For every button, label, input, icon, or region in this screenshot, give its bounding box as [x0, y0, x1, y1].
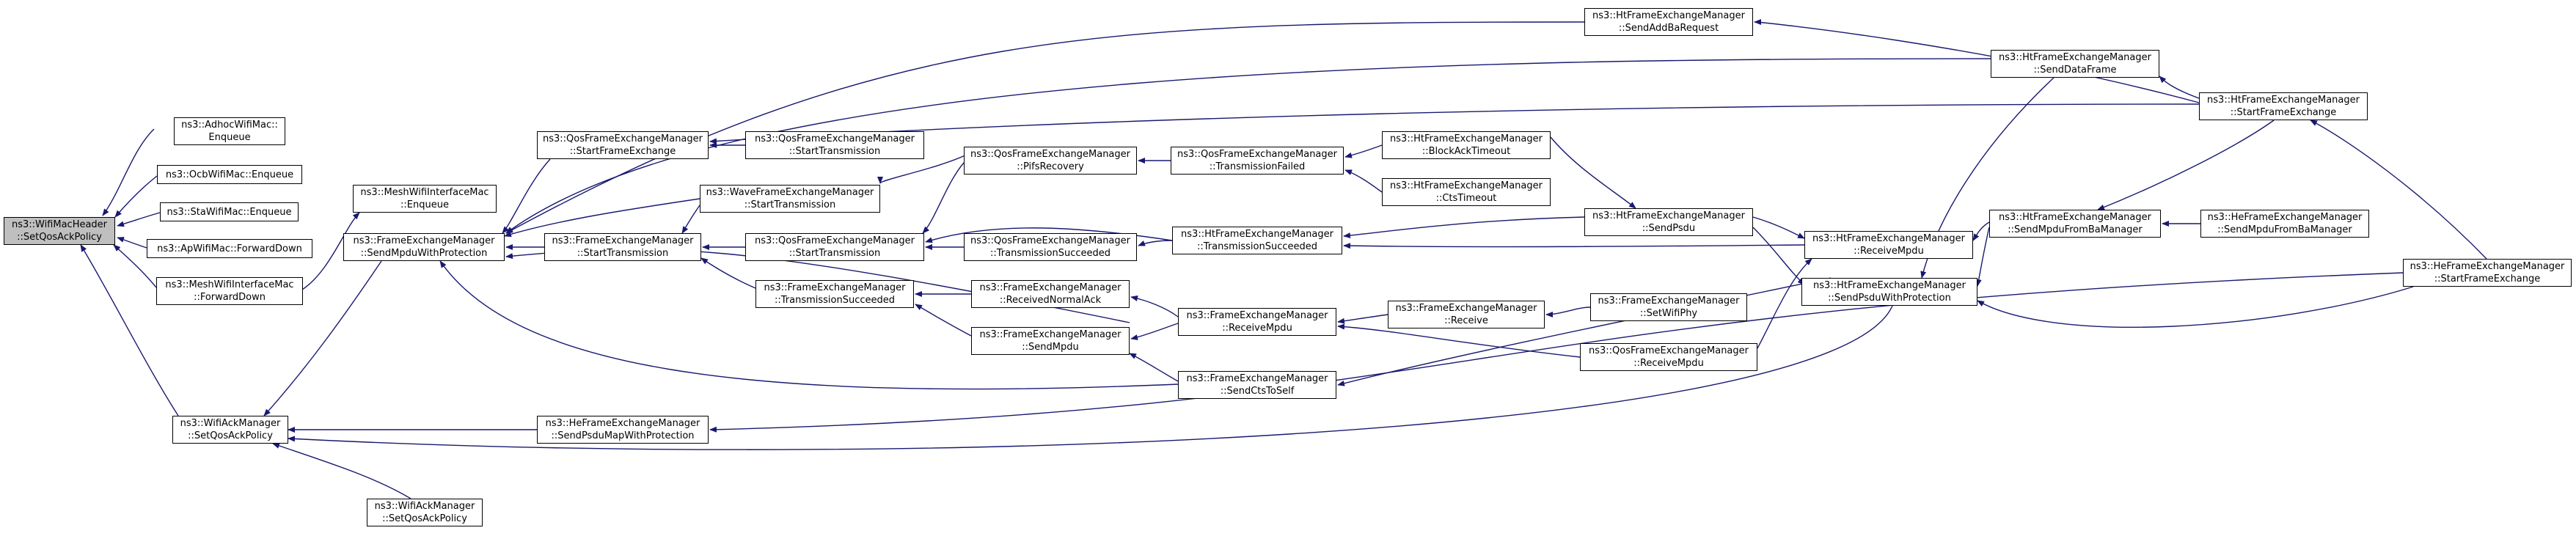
edge-sendmpdufromba-to-htreceivempdu — [1972, 221, 1990, 241]
node-apwifimac-forwarddown[interactable]: ns3::ApWifiMac::ForwardDown — [147, 239, 312, 258]
edge-pifs-to-wave — [877, 153, 970, 184]
edge-qosreceivempdu-to-receivempdu — [1337, 323, 1581, 358]
edge-receivempdu-to-sendmpdu — [1130, 323, 1179, 340]
node-frameexchangemanager-setwifiphy[interactable]: ns3::FrameExchangeManager::SetWifiPhy — [1590, 293, 1747, 321]
node-frameexchangemanager-sendmpduwithprotection[interactable]: ns3::FrameExchangeManager::SendMpduWithP… — [343, 233, 505, 261]
edge-femtxsucceeded-to-starttx — [700, 257, 756, 289]
node-htframeexchangemanager-sendpsdu[interactable]: ns3::HtFrameExchangeManager::SendPsdu — [1584, 208, 1753, 236]
node-qosframeexchangemanager-startframeexchange[interactable]: ns3::QosFrameExchangeManager::StartFrame… — [537, 131, 709, 159]
edge-htstartframe-to-senddataframe — [2159, 76, 2200, 99]
edge-ackmgr2-to-ackmgr — [272, 443, 411, 499]
node-frameexchangemanager-transmissionsucceeded[interactable]: ns3::FrameExchangeManager::TransmissionS… — [755, 280, 914, 308]
node-ocbwifimac-enqueue[interactable]: ns3::OcbWifiMac::Enqueue — [157, 165, 302, 184]
edge-blockacktimeout-to-sendpsdu — [1550, 136, 1636, 209]
edge-setwifiphy-to-receive — [1545, 306, 1591, 317]
edge-senddataframe-to-sendmpduwithprot — [505, 58, 1991, 234]
edge-receivempdu-to-normalack — [1130, 295, 1179, 317]
edge-sendmpduwithprot-to-ackmgr — [263, 260, 382, 416]
edge-ctstoself-to-sendmpdu — [1129, 353, 1179, 382]
node-htframeexchangemanager-ctstimeout[interactable]: ns3::HtFrameExchangeManager::CtsTimeout — [1382, 178, 1551, 206]
node-frameexchangemanager-receivednormalack[interactable]: ns3::FrameExchangeManager::ReceivedNorma… — [971, 280, 1130, 308]
edge-qosreceivempdu-to-htreceivempdu — [1757, 258, 1812, 349]
edge-ap — [117, 237, 147, 249]
edge-adhoc — [102, 128, 155, 216]
node-htframeexchangemanager-receivempdu[interactable]: ns3::HtFrameExchangeManager::ReceiveMpdu — [1804, 231, 1973, 259]
edge-wave-to-femstarttx — [681, 205, 700, 234]
edge-ackmanager-to-header — [80, 244, 179, 416]
node-heframeexchangemanager-sendmpdufrombamanager[interactable]: ns3::HeFrameExchangeManager::SendMpduFro… — [2200, 210, 2369, 238]
node-meshwifiinterfacemac-forwarddown[interactable]: ns3::MeshWifiInterfaceMac::ForwardDown — [156, 277, 303, 305]
node-qosframeexchangemanager-starttransmission-b[interactable]: ns3::QosFrameExchangeManager::StartTrans… — [745, 233, 924, 261]
node-wifimacheader-setqosackpolicy[interactable]: ns3::WifiMacHeader::SetQosAckPolicy — [4, 217, 115, 245]
edge-sta — [117, 212, 161, 227]
node-frameexchangemanager-starttransmission[interactable]: ns3::FrameExchangeManager::StartTransmis… — [544, 233, 701, 261]
node-waveframeexchangemanager-starttransmission[interactable]: ns3::WaveFrameExchangeManager::StartTran… — [700, 185, 880, 213]
edge-htreceivempdu-to-httxsucc — [1343, 243, 1805, 249]
node-htframeexchangemanager-startframeexchange[interactable]: ns3::HtFrameExchangeManager::StartFrameE… — [2199, 92, 2368, 120]
edge-ctstimeout-to-txfailed — [1344, 169, 1383, 193]
edge-receive-to-receivempdu — [1337, 314, 1388, 324]
node-htframeexchangemanager-transmissionsucceeded[interactable]: ns3::HtFrameExchangeManager::Transmissio… — [1172, 227, 1342, 254]
edge-htstartframe-to-addba — [1754, 19, 2200, 103]
node-htframeexchangemanager-sendmpdufrombamanager[interactable]: ns3::HtFrameExchangeManager::SendMpduFro… — [1989, 210, 2161, 238]
node-heframeexchangemanager-startframeexchange[interactable]: ns3::HeFrameExchangeManager::StartFrameE… — [2403, 259, 2572, 287]
edge-sendmpdu-to-femtxsucc — [915, 304, 972, 337]
edge-pifs-to-qosstarttx — [922, 162, 965, 234]
node-frameexchangemanager-receivempdu[interactable]: ns3::FrameExchangeManager::ReceiveMpdu — [1178, 308, 1336, 336]
edge-psduwithprot-to-ctstoself — [1337, 277, 1832, 386]
edge-hestartframe-to-htstartframe — [2310, 120, 2487, 260]
node-htframeexchangemanager-senddataframe[interactable]: ns3::HtFrameExchangeManager::SendDataFra… — [1991, 50, 2159, 78]
edge-sendmpdufromba-to-psduwithprot — [1975, 227, 1990, 287]
node-qosframeexchangemanager-transmissionfailed[interactable]: ns3::QosFrameExchangeManager::Transmissi… — [1171, 147, 1344, 175]
node-htframeexchangemanager-sendpsduwithprotection[interactable]: ns3::HtFrameExchangeManager::SendPsduWit… — [1801, 278, 1977, 306]
node-qosframeexchangemanager-pifsrecovery[interactable]: ns3::QosFrameExchangeManager::PifsRecove… — [964, 147, 1137, 175]
node-stawifimac-enqueue[interactable]: ns3::StaWifiMac::Enqueue — [160, 202, 299, 221]
edge-meshenqueue-forwarddown — [301, 212, 360, 290]
node-htframeexchangemanager-sendaddbarequest[interactable]: ns3::HtFrameExchangeManager::SendAddBaRe… — [1584, 8, 1753, 36]
node-wifiackmanager-setqosackpolicy[interactable]: ns3::WifiAckManager::SetQosAckPolicy — [172, 416, 288, 444]
edge-ctstoself-to-sendmpduwithprot — [439, 260, 1179, 390]
node-wifiackmanager-setqosackpolicy-2[interactable]: ns3::WifiAckManager::SetQosAckPolicy — [367, 499, 483, 526]
node-frameexchangemanager-sendmpdu[interactable]: ns3::FrameExchangeManager::SendMpdu — [971, 327, 1130, 355]
node-adhocwifimac-enqueue[interactable]: ns3::AdhocWifiMac::Enqueue — [174, 117, 285, 145]
node-heframeexchangemanager-sendpsdumapwithprotection[interactable]: ns3::HeFrameExchangeManager::SendPsduMap… — [537, 416, 709, 444]
edge-htstartframe-to-sendmpdufromba — [2097, 120, 2275, 210]
node-qosframeexchangemanager-receivempdu[interactable]: ns3::QosFrameExchangeManager::ReceiveMpd… — [1580, 343, 1757, 371]
node-qosframeexchangemanager-transmissionsucceeded[interactable]: ns3::QosFrameExchangeManager::Transmissi… — [964, 233, 1137, 261]
node-htframeexchangemanager-blockacktimeout[interactable]: ns3::HtFrameExchangeManager::BlockAckTim… — [1382, 131, 1551, 159]
node-qosframeexchangemanager-starttransmission-a[interactable]: ns3::QosFrameExchangeManager::StartTrans… — [745, 131, 924, 159]
node-meshwifiinterfacemac-enqueue[interactable]: ns3::MeshWifiInterfaceMac::Enqueue — [353, 185, 497, 213]
edge-wave-to-sendmpdu — [504, 198, 700, 238]
edge-blockack-to-txfailed — [1344, 144, 1383, 158]
edge-ocb — [114, 175, 158, 218]
edge-httxsucc-to-qostxsucc — [1138, 240, 1173, 246]
edge-sendpsdu-to-htreceivempdu — [1752, 216, 1805, 239]
edge-httxsucc-to-qosstarttx — [925, 227, 1173, 243]
node-frameexchangemanager-receive[interactable]: ns3::FrameExchangeManager::Receive — [1388, 301, 1545, 328]
node-frameexchangemanager-sendctstoself[interactable]: ns3::FrameExchangeManager::SendCtsToSelf — [1178, 371, 1336, 399]
edge-hestartframe-to-hepsdumap — [709, 272, 2404, 433]
edge-sendpsdu-to-httxsucc — [1343, 216, 1585, 239]
edge-hestartframe-to-psduwithprot — [1977, 286, 2414, 328]
edge-mesh-forwarddown — [113, 244, 157, 288]
edge-psduwithprot-to-ackmgr — [288, 305, 1893, 450]
edge-sendpsdu-to-psduwithprot — [1752, 227, 1805, 285]
edge-htstartframe-to-qosstartframe — [709, 103, 2200, 144]
